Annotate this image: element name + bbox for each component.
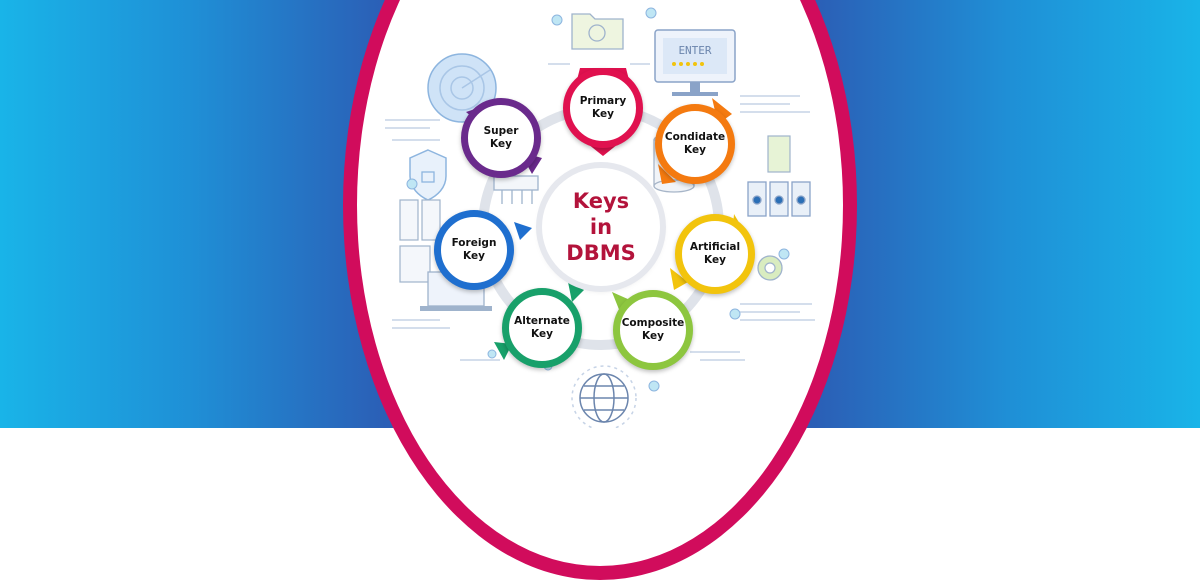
server-rack-icon: [399, 199, 441, 283]
node-label: Primary Key: [579, 95, 627, 120]
enter-screen-text: ENTER: [678, 44, 711, 57]
node-label: Composite Key: [621, 317, 685, 342]
title-line-3: DBMS: [566, 241, 636, 265]
node-foreign-key: Foreign Key: [434, 210, 514, 290]
document-icon: [767, 135, 791, 173]
node-label: Super Key: [483, 125, 519, 150]
globe-icon: [571, 365, 637, 428]
enter-screen-icon: ENTER: [654, 29, 736, 96]
title-line-1: Keys: [572, 189, 630, 213]
node-label: Foreign Key: [451, 237, 497, 262]
node-label: Alternate Key: [514, 315, 570, 340]
decorative-lines: [385, 63, 815, 361]
node-super-key: Super Key: [461, 98, 541, 178]
node-label: Condidate Key: [664, 131, 726, 156]
decorative-dots: [406, 7, 790, 392]
title-line-2: in: [589, 215, 613, 239]
diagram-title: Keys in DBMS: [542, 168, 660, 286]
node-composite-key: Composite Key: [613, 290, 693, 370]
node-label: Artificial Key: [689, 241, 741, 266]
node-candidate-key: Condidate Key: [655, 104, 735, 184]
shield-icon: [409, 149, 447, 201]
gear-icon: [757, 255, 783, 281]
node-alternate-key: Alternate Key: [502, 288, 582, 368]
node-artificial-key: Artificial Key: [675, 214, 755, 294]
drive-icons: [747, 181, 811, 217]
node-primary-key: Primary Key: [563, 68, 643, 148]
circuit-connector: [493, 175, 539, 204]
folder-icon: [571, 13, 624, 50]
